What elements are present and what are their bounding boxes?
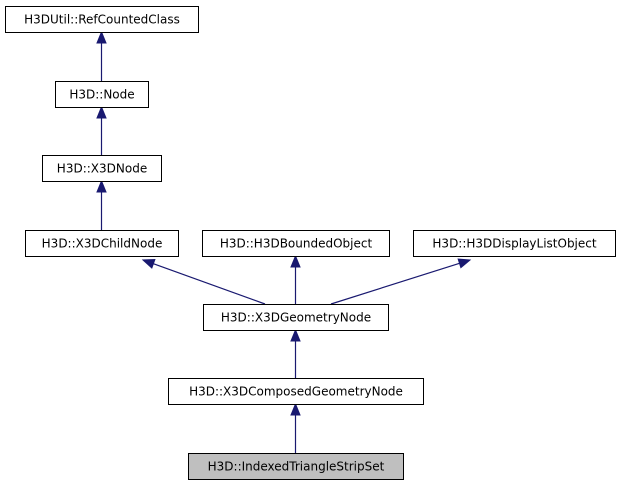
class-box [202,230,390,257]
class-label: H3DUtil::RefCountedClass [24,13,180,27]
arrowhead-icon [96,105,107,119]
class-node-composed[interactable]: H3D::X3DComposedGeometryNode [168,378,424,405]
class-label: H3D::X3DGeometryNode [221,311,371,325]
class-label: H3D::H3DBoundedObject [220,237,373,251]
class-node-childnode[interactable]: H3D::X3DChildNode [25,230,179,257]
class-node-indexed: H3D::IndexedTriangleStripSet [188,453,404,480]
arrowhead-icon [457,258,472,269]
class-box [42,155,162,182]
class-node-displaylist[interactable]: H3D::H3DDisplayListObject [413,230,616,257]
class-node-x3dnode[interactable]: H3D::X3DNode [42,155,162,182]
class-label: H3D::IndexedTriangleStripSet [208,460,385,474]
class-node-refcounted[interactable]: H3DUtil::RefCountedClass [5,6,199,33]
arrowhead-icon [290,328,301,342]
class-node-bounded[interactable]: H3D::H3DBoundedObject [202,230,390,257]
class-box [168,378,424,405]
class-label: H3D::X3DChildNode [42,237,163,251]
class-box [188,453,404,480]
arrowhead-icon [290,402,301,416]
class-box [5,6,199,33]
class-label: H3D::X3DComposedGeometryNode [189,385,403,399]
class-label: H3D::X3DNode [57,162,147,176]
inheritance-edge-geometry-to-childnode [153,263,266,305]
inheritance-edge-geometry-to-displaylist [330,262,460,305]
class-box [55,81,149,108]
class-box [413,230,616,257]
arrowhead-icon [290,254,301,268]
class-box [25,230,179,257]
class-node-node[interactable]: H3D::Node [55,81,149,108]
class-label: H3D::Node [69,88,134,102]
class-label: H3D::H3DDisplayListObject [432,237,596,251]
arrowhead-icon [96,30,107,44]
class-node-geometry[interactable]: H3D::X3DGeometryNode [203,304,389,331]
arrowhead-icon [141,258,156,269]
arrowhead-icon [96,179,107,193]
class-box [203,304,389,331]
